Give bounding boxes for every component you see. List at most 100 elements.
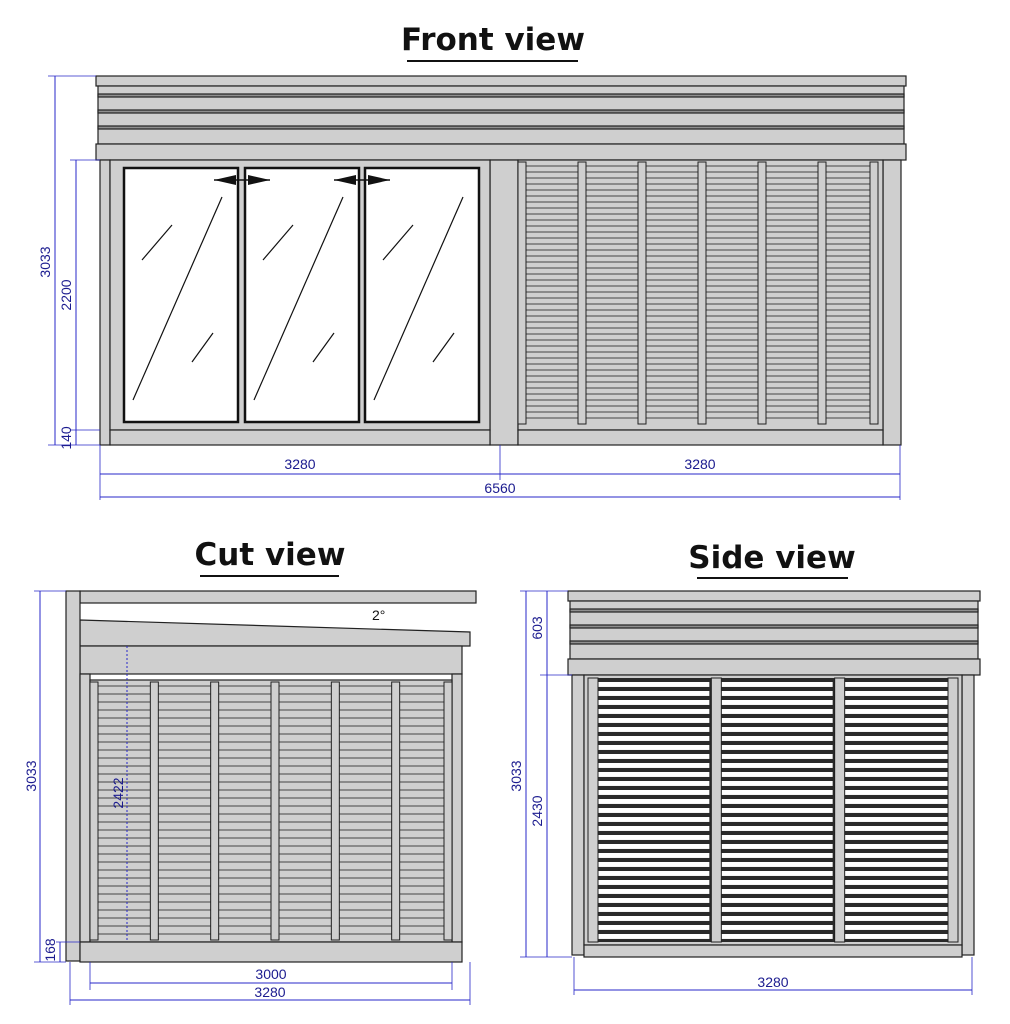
louvre-slat bbox=[590, 727, 710, 732]
louvre-slat bbox=[590, 817, 710, 822]
louvre-slat bbox=[590, 898, 710, 903]
louvre-stile bbox=[270, 681, 280, 941]
louvre-stile bbox=[330, 681, 340, 941]
cut-view: Cut view 2° 3033 168 2422 3000 bbox=[23, 537, 477, 1005]
louvre-slat bbox=[713, 754, 833, 759]
cut-post-left bbox=[79, 673, 91, 943]
glass-panel-right bbox=[363, 166, 481, 424]
cut-view-title: Cut view bbox=[195, 537, 346, 573]
louvre-slat bbox=[590, 844, 710, 849]
louvre-stile bbox=[577, 161, 587, 425]
front-view: Front view bbox=[37, 22, 907, 500]
louvre-panel bbox=[330, 681, 392, 941]
louvre-slat bbox=[713, 880, 833, 885]
louvre-slat bbox=[590, 934, 710, 939]
louvre-stile bbox=[817, 161, 827, 425]
sliding-direction-arrows bbox=[214, 175, 390, 185]
cut-dim-total-width: 3280 bbox=[254, 984, 285, 1000]
louvre-slat bbox=[836, 709, 956, 714]
louvre-slat bbox=[836, 718, 956, 723]
louvre-slat bbox=[836, 826, 956, 831]
louvre-slat bbox=[590, 709, 710, 714]
side-roof-cap bbox=[567, 590, 981, 602]
front-roof-band-1 bbox=[97, 93, 905, 98]
cut-dim-inner-height: 2422 bbox=[110, 777, 126, 808]
louvre-slat bbox=[713, 736, 833, 741]
front-roof-band-2 bbox=[97, 109, 905, 114]
cut-post-right bbox=[451, 673, 463, 943]
louvre-slat bbox=[713, 835, 833, 840]
louvre-slat bbox=[713, 916, 833, 921]
louvre-stile bbox=[697, 161, 707, 425]
louvre-panel bbox=[517, 161, 578, 425]
cut-dim-base-height: 168 bbox=[42, 938, 58, 962]
side-view: Side view 3033 603 2430 3280 bbox=[508, 540, 981, 995]
louvre-slat bbox=[590, 916, 710, 921]
side-louvre-panels bbox=[587, 677, 959, 943]
louvre-slat bbox=[836, 844, 956, 849]
louvre-slat bbox=[590, 871, 710, 876]
louvre-stile bbox=[757, 161, 767, 425]
louvre-slat bbox=[836, 781, 956, 786]
louvre-slat bbox=[836, 691, 956, 696]
front-roof-band-3 bbox=[97, 125, 905, 130]
louvre-slat bbox=[836, 862, 956, 867]
louvre-slat bbox=[836, 907, 956, 912]
louvre-stile bbox=[443, 681, 453, 941]
louvre-slat bbox=[836, 925, 956, 930]
side-dim-wall-height: 2430 bbox=[529, 795, 545, 826]
louvre-panel bbox=[210, 681, 271, 941]
side-dimensions: 3033 603 2430 3280 bbox=[508, 590, 973, 995]
side-post-right bbox=[961, 674, 975, 956]
louvre-stile bbox=[517, 161, 527, 425]
arrow-right-icon bbox=[248, 175, 270, 185]
louvre-slat bbox=[713, 871, 833, 876]
glass-panel-left bbox=[122, 166, 240, 424]
louvre-slat bbox=[590, 718, 710, 723]
louvre-slat bbox=[836, 754, 956, 759]
louvre-slat bbox=[713, 718, 833, 723]
louvre-stile bbox=[710, 677, 722, 943]
louvre-stile bbox=[637, 161, 647, 425]
louvre-slat bbox=[713, 925, 833, 930]
louvre-slat bbox=[836, 835, 956, 840]
louvre-slat bbox=[713, 898, 833, 903]
louvre-panel bbox=[89, 681, 151, 941]
front-base-left bbox=[109, 429, 491, 446]
louvre-slat bbox=[713, 682, 833, 687]
louvre-slat bbox=[836, 880, 956, 885]
side-roof-band-1 bbox=[569, 608, 979, 613]
louvre-slat bbox=[836, 736, 956, 741]
louvre-slat bbox=[590, 745, 710, 750]
louvre-slat bbox=[590, 907, 710, 912]
arrow-left-icon bbox=[334, 175, 356, 185]
louvre-slat bbox=[713, 808, 833, 813]
louvre-stile bbox=[89, 681, 99, 941]
front-dim-total-width: 6560 bbox=[484, 480, 515, 496]
louvre-slat bbox=[590, 826, 710, 831]
louvre-slat bbox=[713, 745, 833, 750]
front-post-right bbox=[882, 159, 902, 446]
louvre-slat bbox=[590, 799, 710, 804]
side-base bbox=[583, 944, 963, 958]
louvre-panel bbox=[577, 161, 638, 425]
louvre-slat bbox=[590, 853, 710, 858]
louvre-slat bbox=[713, 844, 833, 849]
front-glass-panels bbox=[122, 166, 481, 424]
cut-base bbox=[79, 941, 463, 963]
louvre-panel bbox=[757, 161, 818, 425]
cut-dim-total-height: 3033 bbox=[23, 760, 39, 791]
louvre-slat bbox=[590, 790, 710, 795]
louvre-slat bbox=[836, 727, 956, 732]
louvre-slat bbox=[590, 862, 710, 867]
louvre-panel bbox=[817, 161, 878, 425]
louvre-slat bbox=[590, 754, 710, 759]
cut-roof-slope: 2° bbox=[372, 607, 385, 623]
front-dim-left-width: 3280 bbox=[284, 456, 315, 472]
louvre-slat bbox=[713, 772, 833, 777]
louvre-panel bbox=[710, 677, 835, 943]
louvre-stile bbox=[587, 677, 599, 943]
louvre-slat bbox=[836, 889, 956, 894]
louvre-slat bbox=[836, 772, 956, 777]
front-roof-beam bbox=[95, 143, 907, 161]
